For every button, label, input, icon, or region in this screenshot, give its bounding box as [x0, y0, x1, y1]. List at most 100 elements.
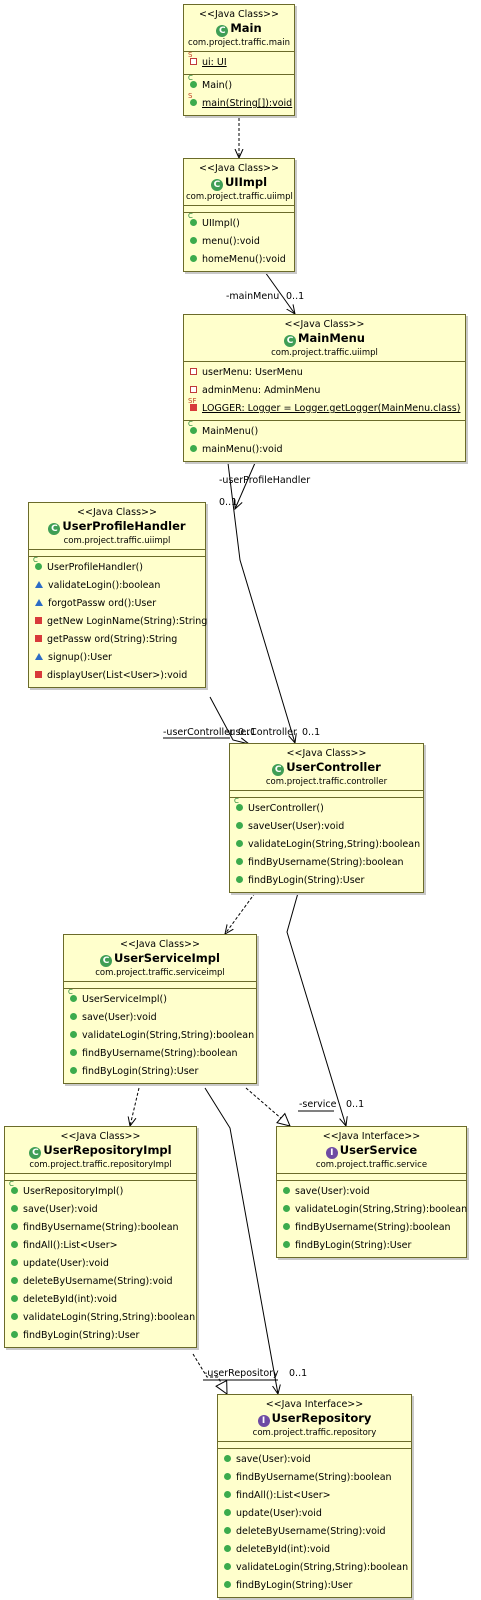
public-visibility-icon: [224, 1526, 236, 1537]
method-row[interactable]: findByUsername(String):boolean: [64, 1045, 256, 1063]
method-row[interactable]: findAll():List<User>: [5, 1237, 196, 1255]
public-visibility-icon: [190, 236, 202, 247]
method-row[interactable]: homeMenu():void: [184, 251, 294, 269]
method-row[interactable]: displayUser(List<User>):void: [29, 667, 205, 685]
mainmenu-role-label: -mainMenu: [226, 291, 280, 302]
class-icon: C: [100, 955, 113, 967]
public-visibility-icon: [11, 1204, 23, 1215]
attribute-row[interactable]: adminMenu: AdminMenu: [184, 382, 465, 400]
method-row[interactable]: getPassw ord(String):String: [29, 631, 205, 649]
class-name-text: UserServiceImpl: [114, 951, 220, 965]
class-icon: C: [210, 179, 223, 191]
public-visibility-icon: [190, 254, 202, 265]
method-row[interactable]: getNew LoginName(String):String: [29, 613, 207, 631]
method-row[interactable]: deleteById(int):void: [5, 1291, 196, 1309]
stereotype-label: <<Java Interface>>: [265, 1399, 364, 1410]
method-row[interactable]: update(User):void: [5, 1255, 196, 1273]
public-visibility-icon: [236, 857, 248, 868]
method-row[interactable]: findAll():List<User>: [218, 1487, 411, 1505]
method-text: UserServiceImpl(): [82, 994, 167, 1005]
method-row[interactable]: saveUser(User):void: [230, 818, 423, 836]
method-text: findByUsername(String):boolean: [236, 1472, 392, 1483]
method-row[interactable]: save(User):void: [218, 1451, 411, 1469]
method-row[interactable]: findByLogin(String):User: [218, 1577, 411, 1595]
method-row[interactable]: findByUsername(String):boolean: [5, 1219, 196, 1237]
method-row[interactable]: validateLogin(String,String):boolean: [5, 1309, 196, 1327]
public-visibility-icon: [224, 1544, 236, 1555]
method-row[interactable]: save(User):void: [5, 1201, 196, 1219]
method-text: UserProfileHandler(): [47, 562, 144, 573]
method-row[interactable]: update(User):void: [218, 1505, 411, 1523]
method-row[interactable]: mainMenu():void: [184, 441, 465, 459]
method-text: UIImpl(): [202, 218, 240, 229]
method-row[interactable]: deleteByUsername(String):void: [5, 1273, 196, 1291]
method-text: findByUsername(String):boolean: [82, 1048, 238, 1059]
method-row[interactable]: deleteByUsername(String):void: [218, 1523, 411, 1541]
userrepositoryimpl-realizes-userrepository: [192, 1353, 227, 1394]
method-row[interactable]: deleteById(int):void: [218, 1541, 411, 1559]
public-visibility-icon: [190, 80, 202, 91]
class-name-text: UIImpl: [224, 175, 268, 189]
method-text: findAll():List<User>: [23, 1240, 118, 1251]
method-row[interactable]: findByUsername(String):boolean: [277, 1219, 466, 1237]
method-row[interactable]: findByLogin(String):User: [230, 872, 423, 890]
stereotype-label: <<Java Class>>: [120, 939, 200, 950]
method-text: findAll():List<User>: [236, 1490, 331, 1501]
public-visibility-icon: [283, 1222, 295, 1233]
empty-attributes-section: [184, 206, 294, 213]
method-row[interactable]: findByLogin(String):User: [5, 1327, 196, 1345]
public-visibility-icon: [224, 1472, 236, 1483]
method-row[interactable]: validateLogin():boolean: [29, 577, 205, 595]
method-row[interactable]: findByLogin(String):User: [277, 1237, 466, 1255]
userserviceimpl-realizes-userservice: [245, 1087, 290, 1126]
stereotype-label: <<Java Class>>: [199, 9, 279, 20]
method-row[interactable]: validateLogin(String,String):boolean: [230, 836, 423, 854]
attribute-row[interactable]: userMenu: UserMenu: [184, 364, 465, 382]
method-text: validateLogin(String,String):boolean: [295, 1204, 468, 1215]
method-row[interactable]: findByLogin(String):User: [64, 1063, 256, 1081]
userprofilehandler-role-label: -userProfileHandler: [219, 475, 311, 486]
method-row[interactable]: findByUsername(String):boolean: [218, 1469, 411, 1487]
private-visibility-icon: [190, 57, 202, 68]
method-row[interactable]: menu():void: [184, 233, 294, 251]
class-name-text: MainMenu: [298, 331, 365, 345]
method-text: update(User):void: [236, 1508, 322, 1519]
method-row[interactable]: findByUsername(String):boolean: [230, 854, 423, 872]
method-row[interactable]: validateLogin(String,String):boolean: [64, 1027, 256, 1045]
repository-role-label: -userRepository: [204, 1368, 279, 1379]
method-row[interactable]: validateLogin(String,String):boolean: [218, 1559, 411, 1577]
stereotype-label: <<Java Class>>: [286, 748, 367, 759]
method-row[interactable]: signup():User: [29, 649, 205, 667]
method-row[interactable]: forgotPassw ord():User: [29, 595, 205, 613]
method-row[interactable]: save(User):void: [64, 1009, 256, 1027]
stereotype-label: <<Java Class>>: [284, 319, 365, 330]
method-row[interactable]: validateLogin(String,String):boolean: [277, 1201, 468, 1219]
method-row[interactable]: save(User):void: [277, 1183, 466, 1201]
class-icon: C: [216, 25, 229, 37]
public-visibility-icon: [283, 1204, 295, 1215]
method-text: displayUser(List<User>):void: [47, 670, 188, 681]
